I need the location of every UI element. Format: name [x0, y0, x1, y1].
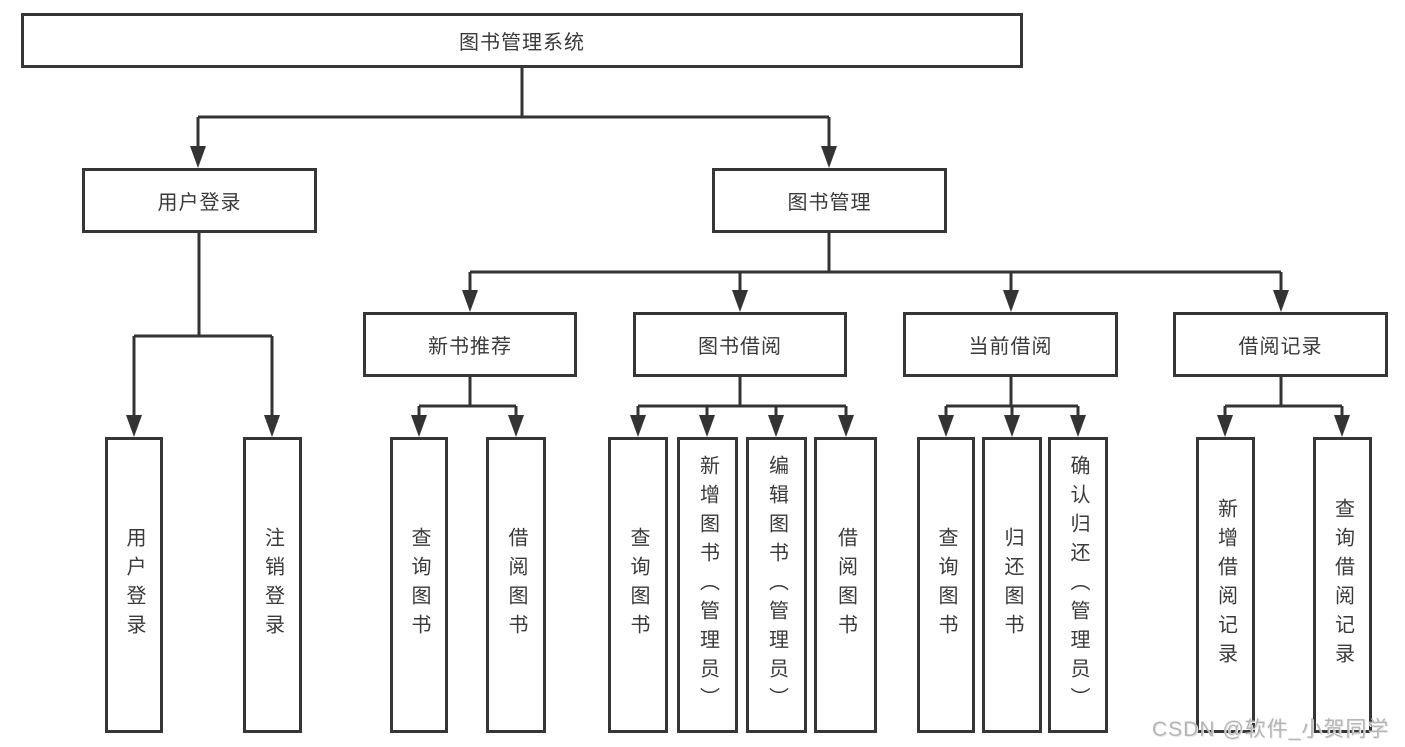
- node-borrow-records: 借阅记录: [1173, 312, 1388, 377]
- leaf-label: 查询图书: [935, 527, 957, 643]
- leaf-label: 新增图书（管理员）: [696, 454, 719, 716]
- leaf-bb-edit-books-admin: 编辑图书（管理员）: [746, 437, 807, 733]
- leaf-label: 查询借阅记录: [1331, 498, 1354, 672]
- leaf-cb-query-books: 查询图书: [917, 437, 975, 733]
- leaf-user-login: 用户登录: [105, 437, 163, 733]
- node-book-management: 图书管理: [712, 168, 947, 233]
- leaf-label: 借阅图书: [505, 527, 527, 643]
- connector-bookborrow-to-leaves: [636, 377, 848, 419]
- leaf-logout: 注销登录: [243, 437, 302, 733]
- leaf-nr-borrow-books: 借阅图书: [486, 437, 546, 733]
- connector-bookmgmt-to-level3: [468, 233, 1283, 294]
- leaf-label: 查询图书: [627, 527, 649, 643]
- leaf-label: 注销登录: [261, 527, 284, 643]
- leaf-bb-borrow-books: 借阅图书: [814, 437, 877, 733]
- leaf-nr-query-books: 查询图书: [390, 437, 448, 733]
- node-current-borrow: 当前借阅: [903, 312, 1118, 377]
- connector-root-to-level2: [196, 68, 831, 150]
- leaf-label: 编辑图书（管理员）: [765, 454, 788, 716]
- connector-userlogin-to-leaves: [132, 233, 274, 419]
- connector-newbookrec-to-leaves: [417, 377, 518, 419]
- csdn-watermark: CSDN @软件_小贺同学: [1152, 718, 1390, 741]
- node-new-book-recommend: 新书推荐: [363, 312, 577, 377]
- connector-borrowrecords-to-leaves: [1223, 377, 1344, 419]
- leaf-label: 新增借阅记录: [1214, 498, 1237, 672]
- leaf-label: 用户登录: [123, 527, 145, 643]
- leaf-br-query-record: 查询借阅记录: [1313, 437, 1372, 733]
- connector-currentborrow-to-leaves: [944, 377, 1080, 419]
- node-user-login: 用户登录: [82, 168, 317, 233]
- leaf-br-add-record: 新增借阅记录: [1196, 437, 1255, 733]
- leaf-cb-confirm-return-admin: 确认归还（管理员）: [1048, 437, 1108, 733]
- leaf-bb-add-books-admin: 新增图书（管理员）: [677, 437, 738, 733]
- leaf-label: 查询图书: [408, 527, 430, 643]
- leaf-bb-query-books: 查询图书: [608, 437, 668, 733]
- leaf-label: 归还图书: [1001, 527, 1023, 643]
- node-book-borrow: 图书借阅: [633, 312, 847, 377]
- leaf-label: 借阅图书: [834, 527, 857, 643]
- leaf-label: 确认归还（管理员）: [1067, 454, 1089, 716]
- node-root-system: 图书管理系统: [21, 13, 1023, 68]
- leaf-cb-return-books: 归还图书: [982, 437, 1042, 733]
